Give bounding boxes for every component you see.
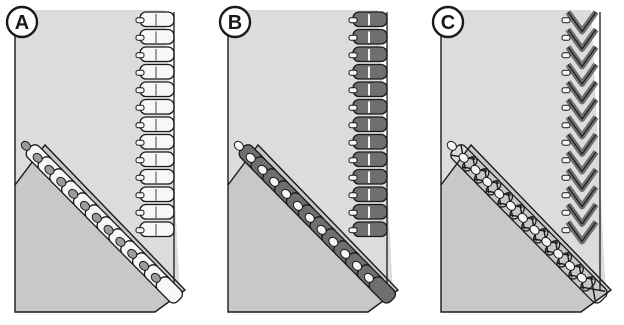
panel-a-v-needle-stitch	[136, 18, 144, 23]
panel-a-label: A	[15, 12, 29, 34]
panel-b-v-needle-stitch	[349, 35, 357, 40]
panel-a-v-needle-stitch	[136, 35, 144, 40]
panel-c-v-needle-stitch	[562, 53, 570, 58]
panel-b-v-needle-stitch	[349, 18, 357, 23]
panel-b-v-needle-stitch	[349, 140, 357, 145]
panel-c: C	[433, 7, 611, 312]
panel-c-v-needle-stitch	[562, 35, 570, 40]
panel-c-v-needle-stitch	[562, 175, 570, 180]
panel-b-v-needle-stitch	[349, 53, 357, 58]
panel-a-v-needle-stitch	[136, 140, 144, 145]
panel-a-v-needle-stitch	[136, 228, 144, 233]
panel-c-v-needle-stitch	[562, 228, 570, 233]
panel-c-v-needle-stitch	[562, 210, 570, 215]
panel-c-label: C	[441, 12, 455, 34]
panel-a-v-needle-stitch	[136, 105, 144, 110]
panel-b-v-needle-stitch	[349, 70, 357, 75]
panel-a-v-needle-stitch	[136, 70, 144, 75]
panel-a-label-badge: A	[7, 7, 37, 37]
panel-a-v-needle-stitch	[136, 123, 144, 128]
panel-a-v-needle-stitch	[136, 158, 144, 163]
panel-c-v-needle-stitch	[562, 70, 570, 75]
panel-b-v-needle-stitch	[349, 158, 357, 163]
panel-c-v-needle-stitch	[562, 123, 570, 128]
panel-b-v-needle-stitch	[349, 175, 357, 180]
panel-a-v-needle-stitch	[136, 193, 144, 198]
panel-c-v-needle-stitch	[562, 88, 570, 93]
panel-b-v-needle-stitch	[349, 193, 357, 198]
panel-b-v-needle-stitch	[349, 210, 357, 215]
panel-c-v-needle-stitch	[562, 193, 570, 198]
panel-b-v-needle-stitch	[349, 123, 357, 128]
panel-b-label: B	[228, 12, 242, 34]
panel-c-v-needle-stitch	[562, 140, 570, 145]
panel-a-v-needle-stitch	[136, 53, 144, 58]
panel-c-v-needle-stitch	[562, 18, 570, 23]
panel-b: B	[220, 7, 398, 312]
panel-b-v-needle-stitch	[349, 88, 357, 93]
panel-c-v-needle-stitch	[562, 105, 570, 110]
panel-c-label-badge: C	[433, 7, 463, 37]
panel-a-v-needle-stitch	[136, 175, 144, 180]
panel-a: A	[7, 7, 185, 312]
panel-a-v-needle-stitch	[136, 88, 144, 93]
panel-b-label-badge: B	[220, 7, 250, 37]
panel-a-v-needle-stitch	[136, 210, 144, 215]
panel-c-v-needle-stitch	[562, 158, 570, 163]
panel-b-v-needle-stitch	[349, 105, 357, 110]
panel-b-v-needle-stitch	[349, 228, 357, 233]
